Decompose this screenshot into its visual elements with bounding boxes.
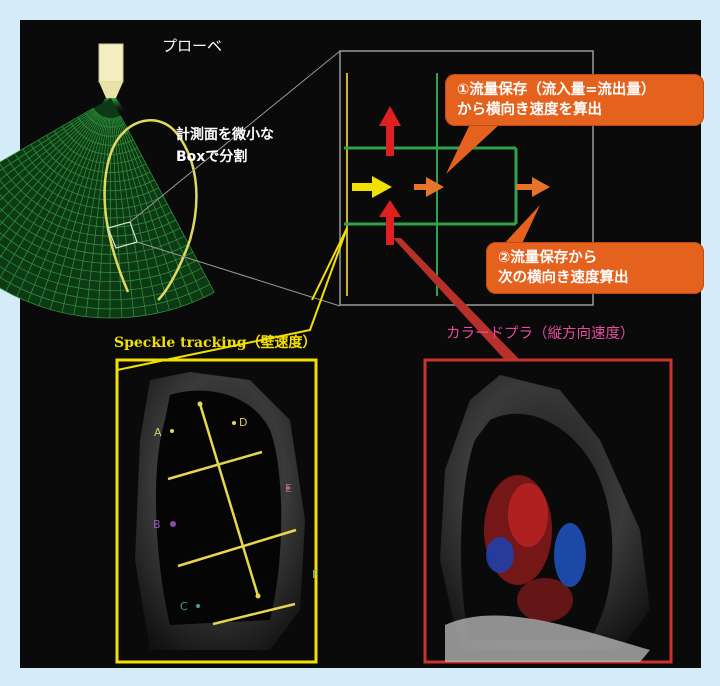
probe-label: プローベ [162,35,222,56]
marker-c: C [180,600,188,613]
marker-d: D [239,416,247,429]
callout-flow-conservation: ①流量保存（流入量=流出量） から横向き速度を算出 [445,74,704,126]
speckle-connector [312,228,347,300]
marker-a: A [154,426,162,439]
arrow-icon [516,177,550,197]
speckle-tracking-label: Speckle tracking（壁速度） [114,332,317,352]
marker-b: B [153,518,161,531]
arrow-icon [352,176,392,198]
color-doppler-label: カラードプラ（縦方向速度） [446,322,635,343]
marker-f: F [312,568,318,581]
marker-e: E [285,482,292,495]
box-division-label: 計測面を微小な Boxで分割 [176,124,274,168]
callout-next-velocity: ②流量保存から 次の横向き速度算出 [486,242,704,294]
doppler-echo-image [425,360,671,662]
arrow-icon [414,177,444,197]
speckle-echo-image [117,360,316,662]
